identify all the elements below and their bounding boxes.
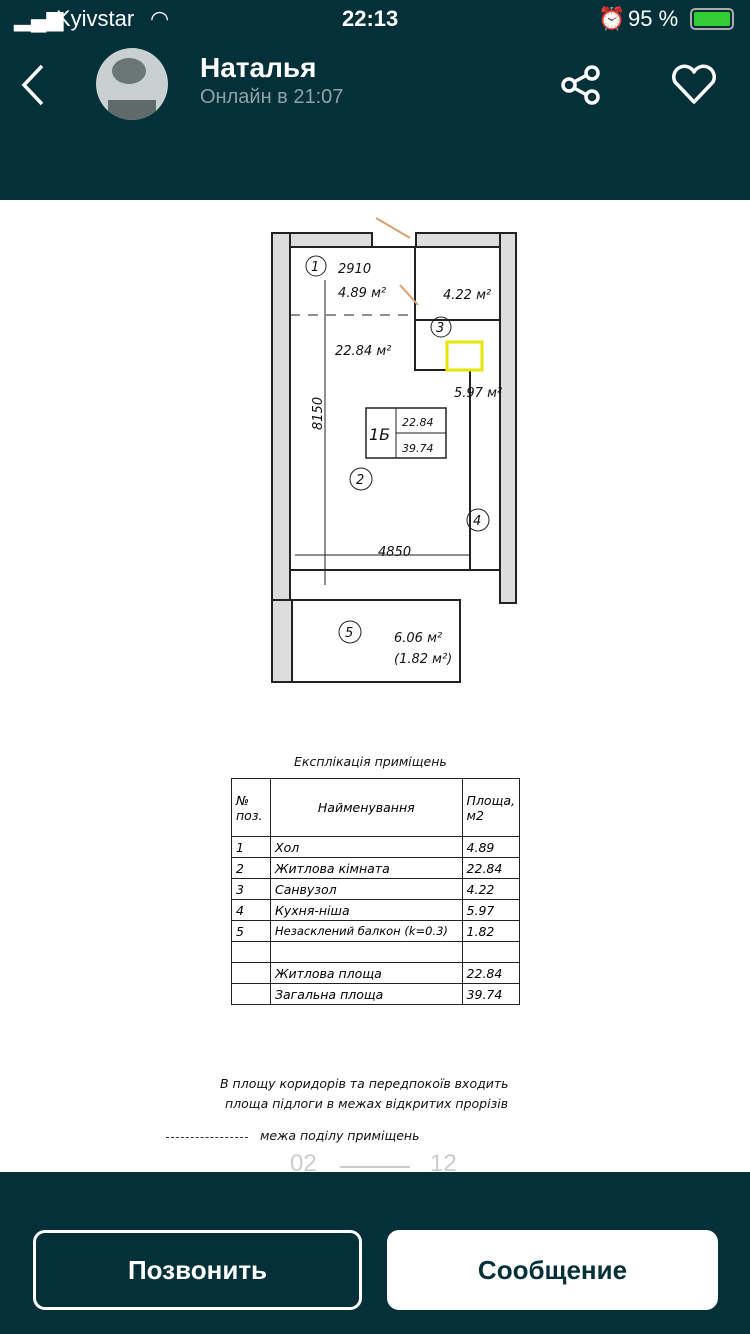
col-name: Найменування (270, 778, 463, 837)
apt-type: 1Б (369, 425, 390, 444)
table-cell: 4.89 (461, 836, 521, 858)
table-cell: 22.84 (461, 962, 521, 984)
floor-plan-drawing: 1 2910 4.89 м² 4.22 м² 3 22.84 м² 5.97 м… (271, 217, 517, 683)
table-cell: Загальна площа (270, 983, 463, 1005)
call-button[interactable]: Позвонить (33, 1230, 362, 1310)
dim-2910: 2910 (338, 262, 371, 277)
table-row (231, 941, 521, 963)
back-icon[interactable] (18, 64, 48, 106)
area-5: 6.06 м² (394, 631, 442, 646)
battery-percent: 95 % (628, 6, 679, 31)
table-cell: 22.84 (461, 857, 521, 879)
floor-plan-image[interactable]: 1 2910 4.89 м² 4.22 м² 3 22.84 м² 5.97 м… (0, 200, 750, 1177)
table-cell: 5.97 (461, 899, 521, 921)
area-4: 5.97 м² (454, 386, 502, 401)
note-line-2: площа підлоги в межах відкритих прорізів (225, 1096, 509, 1111)
table-cell: 3 (231, 878, 271, 900)
battery-icon (690, 8, 734, 30)
action-bar: Позвонить Сообщение (0, 1172, 750, 1334)
presence-status: Онлайн в 21:07 (200, 86, 344, 108)
dim-8150: 8150 (311, 397, 326, 430)
table-cell: Житлова площа (270, 962, 463, 984)
clock: 22:13 (342, 6, 399, 31)
table-cell: Санвузол (270, 878, 463, 900)
avatar[interactable] (96, 48, 168, 120)
signal-icon: ▂▄▆ (14, 6, 64, 31)
room-1-num: 1 (311, 260, 319, 275)
table-cell: 4 (231, 899, 271, 921)
col-num: № поз. (231, 778, 271, 837)
share-icon[interactable] (560, 64, 602, 106)
area-2: 22.84 м² (335, 344, 391, 359)
page-separator (340, 1166, 410, 1168)
carrier: Kyivstar (56, 6, 135, 31)
table-cell: 5 (231, 920, 271, 942)
table-cell (231, 983, 271, 1005)
table-cell: 39.74 (461, 983, 521, 1005)
dim-4850: 4850 (378, 545, 411, 560)
table-cell (461, 941, 521, 963)
dashed-line-legend (166, 1137, 248, 1138)
table-cell: Житлова кімната (270, 857, 463, 879)
table-cell: Кухня-ніша (270, 899, 463, 921)
table-cell: 2 (231, 857, 271, 879)
table-cell: Хол (270, 836, 463, 858)
table-cell: 4.22 (461, 878, 521, 900)
message-button[interactable]: Сообщение (387, 1230, 718, 1310)
table-cell: Незасклений балкон (k=0.3) (270, 920, 463, 942)
note-line-1: В площу коридорів та передпокоїв входить (220, 1076, 509, 1091)
table-cell (231, 962, 271, 984)
contact-name: Наталья (200, 52, 317, 83)
room-2-num: 2 (356, 473, 364, 488)
heart-icon[interactable] (670, 64, 718, 106)
table-cell: 1 (231, 836, 271, 858)
col-area: Площа, м2 (461, 778, 521, 837)
room-4-num: 4 (473, 514, 481, 529)
area-3: 4.22 м² (443, 288, 491, 303)
apt-total: 39.74 (402, 442, 434, 455)
table-cell: 1.82 (461, 920, 521, 942)
legend-text: межа поділу приміщень (260, 1128, 420, 1143)
table-cell (270, 941, 463, 963)
area-1: 4.89 м² (338, 286, 386, 301)
room-3-num: 3 (436, 321, 444, 336)
apt-living: 22.84 (402, 416, 434, 429)
table-title: Експлікація приміщень (294, 754, 447, 769)
wifi-icon: ◠ (150, 6, 170, 31)
area-5-reduced: (1.82 м²) (394, 652, 452, 667)
room-5-num: 5 (345, 626, 353, 641)
alarm-icon: ⏰ (598, 6, 626, 31)
table-cell (231, 941, 271, 963)
header: ▂▄▆ Kyivstar ◠ 22:13 ⏰ 95 % Наталья Онла… (0, 0, 750, 200)
